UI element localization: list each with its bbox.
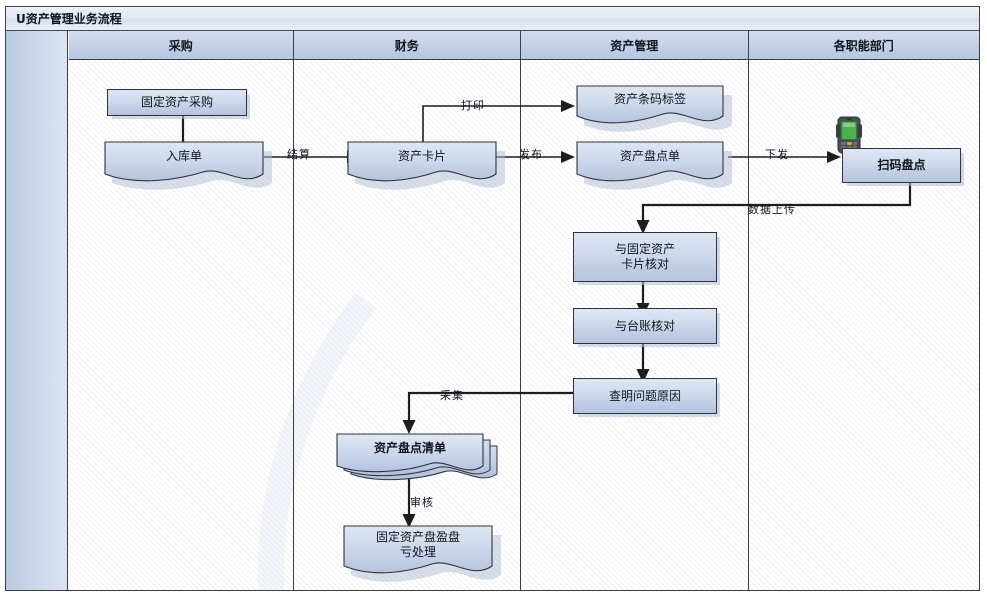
- node-asset-stocktake-form-label: 资产盘点单: [619, 148, 680, 163]
- connector-ledger-to-cause: [636, 344, 650, 383]
- lane-header-finance[interactable]: 财务: [293, 31, 522, 59]
- lane-body-finance: [294, 60, 522, 590]
- node-asset-card[interactable]: 资产卡片: [347, 141, 505, 190]
- asset-barcode-document-shape: [576, 85, 732, 132]
- lane-header-procurement[interactable]: 采购: [69, 31, 294, 59]
- node-check-against-ledger-label: 与台账核对: [614, 318, 675, 333]
- asset-stocktake-form-document-shape: [576, 141, 732, 190]
- connector-cause-to-list: [402, 391, 573, 434]
- lane-body-row: [69, 60, 979, 590]
- node-find-problem-cause-label: 查明问题原因: [608, 388, 681, 403]
- node-find-problem-cause[interactable]: 查明问题原因: [573, 378, 717, 414]
- lane-body-asset-management: [521, 60, 749, 590]
- lane-header-departments[interactable]: 各职能部门: [748, 31, 979, 59]
- connector-label-publish: 发布: [519, 148, 543, 161]
- node-surplus-deficit-label: 固定资产盘盈盘 亏处理: [375, 530, 460, 559]
- node-scan-stocktake-label: 扫码盘点: [877, 158, 926, 172]
- lane-row-header-band: [6, 31, 68, 590]
- shapes-layer: 结算 打印 发布 下发 数据上传: [6, 7, 979, 590]
- node-asset-barcode-label-text: 资产条码标签: [613, 91, 686, 106]
- connector-form-to-scan: [728, 151, 841, 163]
- connector-label-collect: 采集: [440, 389, 464, 402]
- diagram-title-bar: U资产管理业务流程: [6, 7, 979, 31]
- lane-body-procurement: [69, 60, 294, 590]
- node-fixed-asset-purchase[interactable]: 固定资产采购: [107, 89, 247, 116]
- connector-label-data-upload: 数据上传: [748, 203, 796, 216]
- node-receipt-note[interactable]: 入库单: [104, 141, 272, 190]
- node-surplus-deficit[interactable]: 固定资产盘盈盘 亏处理: [343, 525, 501, 582]
- surplus-deficit-document-shape: [343, 525, 501, 582]
- connector-label-print: 打印: [461, 99, 485, 112]
- node-stocktake-list[interactable]: 资产盘点清单: [336, 433, 498, 481]
- node-asset-barcode-label[interactable]: 资产条码标签: [576, 85, 732, 132]
- diagram-frame: U资产管理业务流程 采购 财务 资产管理 各职能部门: [5, 6, 980, 591]
- node-check-against-ledger[interactable]: 与台账核对: [573, 308, 717, 344]
- node-scan-stocktake[interactable]: 扫码盘点: [842, 148, 961, 183]
- lane-header-procurement-label: 采购: [168, 38, 193, 53]
- node-check-against-card[interactable]: 与固定资产 卡片核对: [573, 232, 717, 282]
- connector-card-to-barcode: [422, 100, 575, 157]
- node-receipt-note-label: 入库单: [165, 148, 202, 163]
- lane-header-departments-label: 各职能部门: [833, 38, 894, 53]
- node-asset-card-label: 资产卡片: [397, 148, 446, 163]
- node-asset-stocktake-form[interactable]: 资产盘点单: [576, 141, 732, 190]
- node-check-against-card-label: 与固定资产 卡片核对: [614, 242, 675, 271]
- asset-card-document-shape: [347, 141, 505, 190]
- connector-label-distribute: 下发: [765, 148, 789, 161]
- lane-header-row: 采购 财务 资产管理 各职能部门: [69, 31, 979, 60]
- connector-label-settlement: 结算: [287, 148, 311, 161]
- connector-list-to-surplus: [402, 475, 416, 528]
- lane-header-asset-management-label: 资产管理: [610, 38, 659, 53]
- diagram-title: U资产管理业务流程: [16, 12, 122, 26]
- lane-header-finance-label: 财务: [394, 38, 419, 53]
- receipt-note-document-shape: [104, 141, 272, 190]
- connector-label-review: 审核: [410, 496, 434, 509]
- lane-header-asset-management[interactable]: 资产管理: [521, 31, 749, 59]
- stocktake-list-multidocument-shape: [336, 433, 498, 481]
- node-fixed-asset-purchase-label: 固定资产采购: [140, 95, 213, 109]
- connector-card-to-stocktake-form: [496, 151, 575, 163]
- connector-scan-to-check-card: [636, 177, 912, 234]
- node-stocktake-list-label: 资产盘点清单: [373, 440, 446, 455]
